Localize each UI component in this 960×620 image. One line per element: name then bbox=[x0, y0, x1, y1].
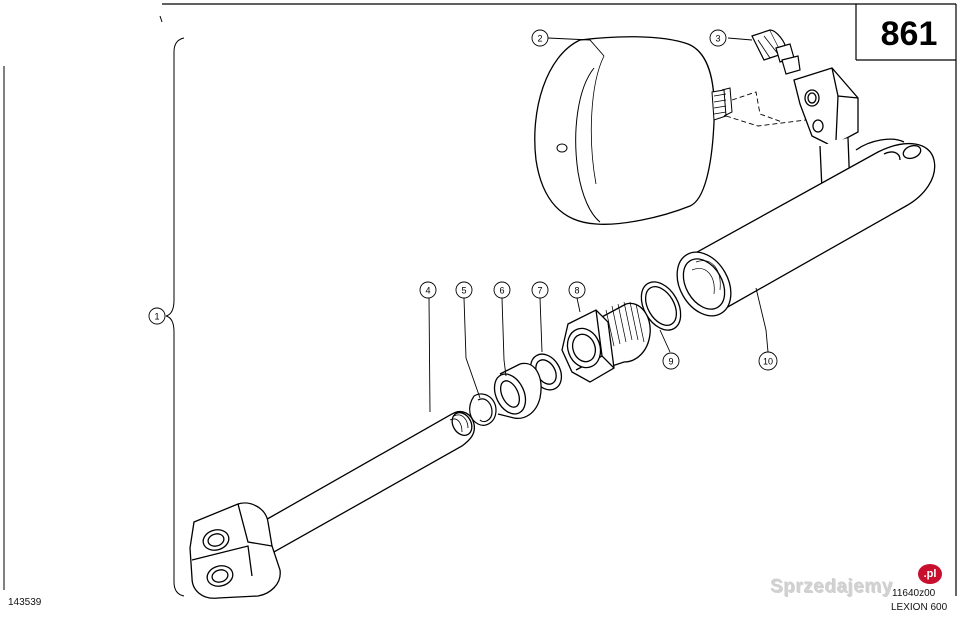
callout-label-4: 4 bbox=[425, 286, 430, 296]
assembly-bracket bbox=[165, 37, 185, 597]
callout-label-2: 2 bbox=[537, 34, 542, 44]
callout-4: 4 bbox=[419, 281, 437, 299]
callout-label-10: 10 bbox=[763, 357, 773, 367]
callout-5: 5 bbox=[455, 281, 473, 299]
snap-ring bbox=[469, 393, 497, 426]
callout-label-6: 6 bbox=[499, 286, 504, 296]
callout-9: 9 bbox=[662, 352, 680, 370]
cylinder-barrel bbox=[676, 138, 936, 317]
callout-3: 3 bbox=[709, 29, 727, 47]
catalog-code: 143539 bbox=[8, 597, 42, 608]
gland-nut bbox=[561, 301, 651, 383]
callout-label-1: 1 bbox=[154, 312, 159, 322]
accumulator bbox=[534, 36, 733, 225]
watermark-logo: Sprzedajemy bbox=[770, 576, 893, 597]
drawing-frame bbox=[3, 3, 957, 596]
page-number: 861 bbox=[880, 15, 938, 53]
drawing-code: 11640z00 bbox=[892, 588, 936, 599]
watermark-badge: .pl bbox=[918, 564, 942, 584]
machine-model: LEXION 600 bbox=[891, 602, 948, 613]
callout-8: 8 bbox=[568, 281, 586, 299]
callout-10: 10 bbox=[758, 351, 778, 371]
leader-lines bbox=[428, 37, 769, 413]
callout-label-7: 7 bbox=[537, 286, 542, 296]
callout-2: 2 bbox=[531, 29, 549, 47]
callout-6: 6 bbox=[493, 281, 511, 299]
callout-label-8: 8 bbox=[574, 286, 579, 296]
fitting bbox=[751, 29, 801, 75]
piston-rod bbox=[189, 410, 476, 599]
callout-label-3: 3 bbox=[715, 34, 720, 44]
callout-label-5: 5 bbox=[461, 286, 466, 296]
guide-bushing bbox=[493, 362, 542, 420]
callout-1: 1 bbox=[148, 307, 166, 325]
callout-label-9: 9 bbox=[668, 357, 673, 367]
connection-dashed-lines bbox=[725, 91, 807, 127]
callout-7: 7 bbox=[531, 281, 549, 299]
callouts: 1 2 3 4 5 6 7 8 bbox=[148, 29, 778, 371]
